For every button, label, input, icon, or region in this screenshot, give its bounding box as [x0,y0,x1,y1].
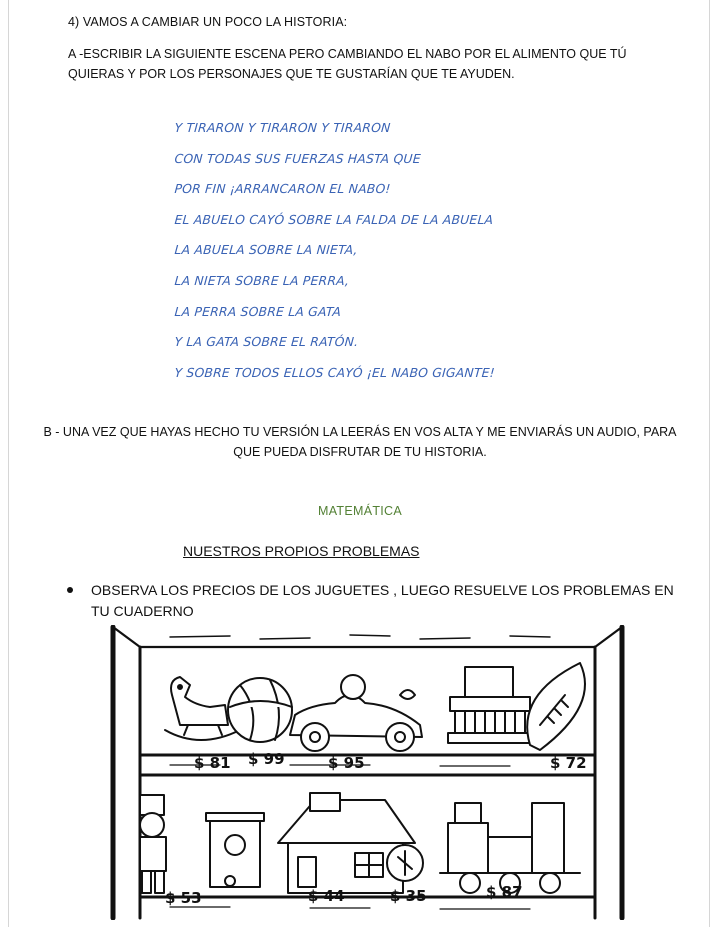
price-tree: $ 35 [390,887,427,905]
bullet-text: OBSERVA LOS PRECIOS DE LOS JUGUETES , LU… [91,582,674,619]
poem-line: LA NIETA SOBRE LA PERRA, [174,272,350,288]
bullet-item: OBSERVA LOS PRECIOS DE LOS JUGUETES , LU… [67,580,687,622]
question-instructions: A -ESCRIBIR LA SIGUIENTE ESCENA PERO CAM… [68,47,627,81]
poem-line: LA PERRA SOBRE LA GATA [174,303,342,319]
poem-line: POR FIN ¡ARRANCARON EL NABO! [174,181,392,197]
price-race-car: $ 95 [328,754,365,772]
poem-line: EL ABUELO CAYÓ SOBRE LA FALDA DE LA ABUE… [174,211,494,227]
page-border-left [8,0,9,927]
toy-train [439,802,581,894]
price-labels: $ 81 $ 99 $ 95 $ 72 $ 53 $ 44 $ 35 $ 87 [165,750,587,907]
podium-toy [447,666,533,744]
toy-tree [386,844,424,882]
price-house: $ 44 [308,887,345,905]
toy-soldier [139,794,167,894]
poem-line: Y LA GATA SOBRE EL RATÓN. [174,334,359,350]
poem-line: CON TODAS SUS FUERZAS HASTA QUE [174,150,422,166]
poem-line: Y TIRARON Y TIRARON Y TIRARON [174,120,392,135]
rocking-horse-toy [164,676,241,741]
race-car-toy [289,674,423,752]
toy-house [277,792,416,894]
beach-ball-toy [227,677,293,743]
price-train: $ 87 [486,883,523,901]
price-ball: $ 99 [248,750,285,768]
problems-title: NUESTROS PROPIOS PROBLEMAS [183,543,420,559]
football-toy [526,662,586,751]
poem: Y TIRARON Y TIRARON Y TIRARON CON TODAS … [174,120,496,395]
toy-shelf-illustration: $ 81 $ 99 $ 95 $ 72 $ 53 $ 44 $ 35 $ 87 [110,625,625,920]
question-heading: 4) VAMOS A CAMBIAR UN POCO LA HISTORIA: [68,15,348,29]
poem-line: Y SOBRE TODOS ELLOS CAYÓ ¡EL NABO GIGANT… [174,364,496,380]
price-soldier: $ 53 [165,889,202,907]
bullet-dot-icon [67,587,73,593]
section-title: MATEMÁTICA [317,504,403,518]
price-football: $ 72 [550,754,587,772]
jack-in-box-toy [205,812,265,888]
poem-line: LA ABUELA SOBRE LA NIETA, [174,242,359,258]
price-rocking-horse: $ 81 [194,754,231,772]
page-border-right [709,0,710,927]
part-b-instructions: B - UNA VEZ QUE HAYAS HECHO TU VERSIÓN L… [43,425,677,459]
